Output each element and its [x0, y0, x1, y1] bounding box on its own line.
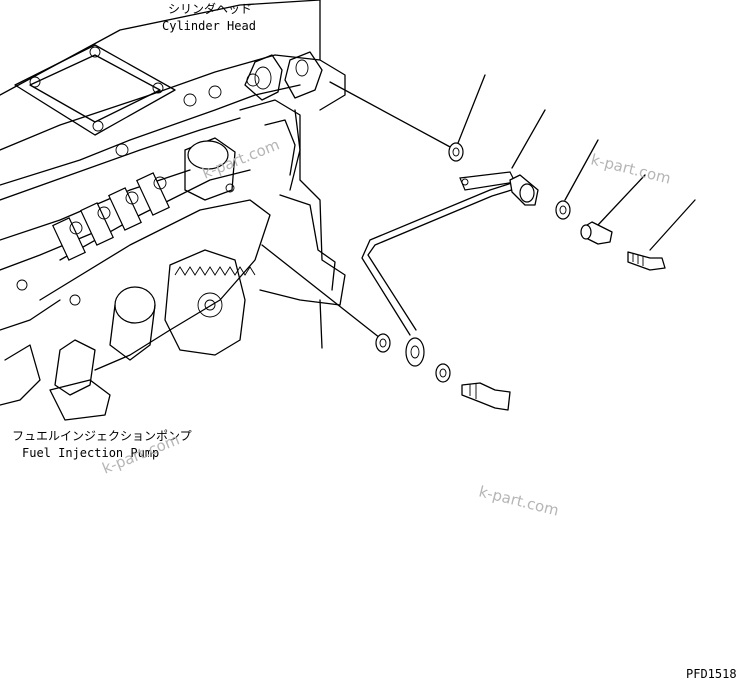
- fuel-pump-label-en: Fuel Injection Pump: [22, 446, 160, 460]
- fuel-pipe-assembly: [361, 171, 539, 367]
- fuel-pump-label-jp: フュエルインジェクションポンプ: [12, 429, 192, 443]
- engine-block: [0, 0, 381, 421]
- washers: [375, 142, 571, 383]
- cylinder-head-label-en: Cylinder Head: [162, 19, 256, 33]
- bolts: [461, 221, 666, 411]
- drawing-code: PFD1518: [686, 667, 737, 681]
- cylinder-head-label-jp: シリンダヘッド: [168, 2, 253, 16]
- leader-lines: [329, 74, 696, 251]
